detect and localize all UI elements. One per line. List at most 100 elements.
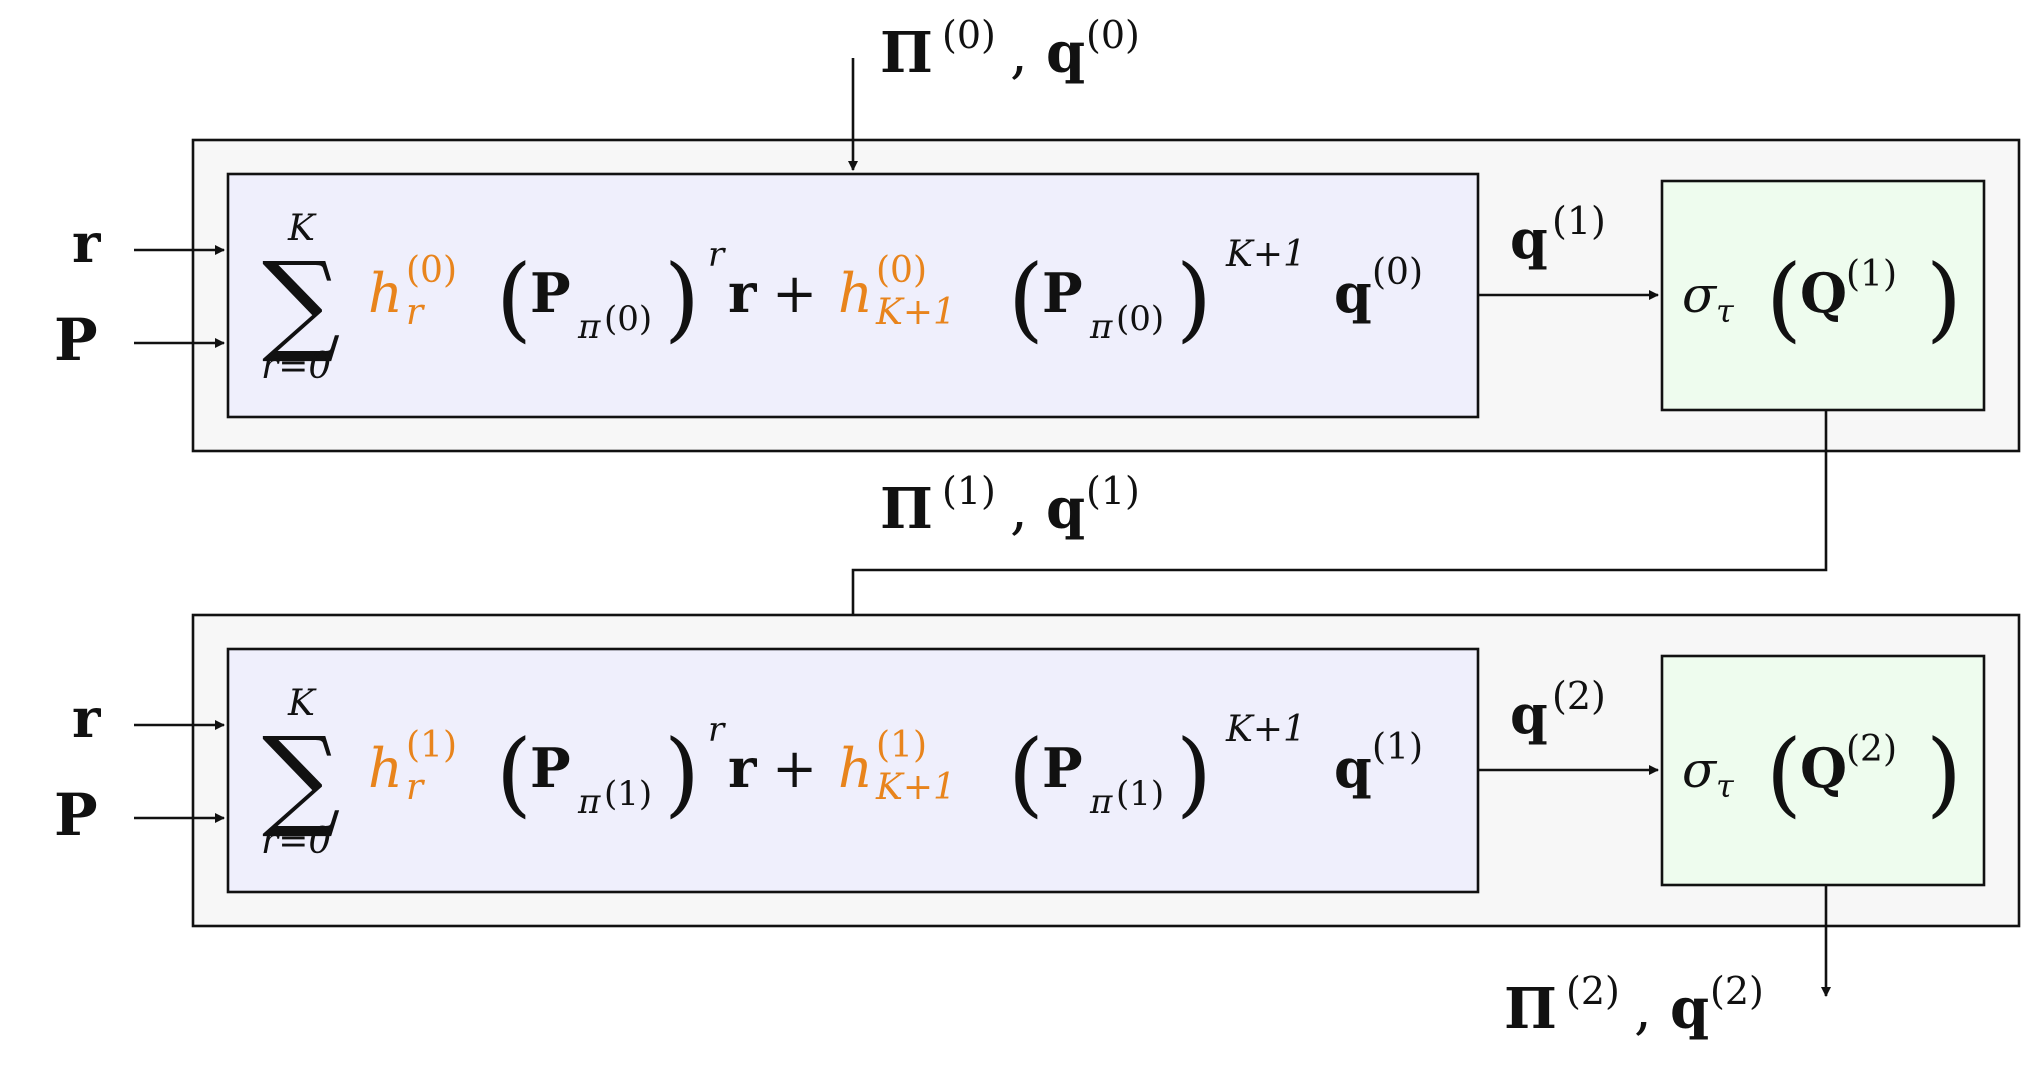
block-1-softmax-expression: σ τ ( Q (1) ) <box>1682 245 1962 352</box>
block-2-sum-symbol: ∑ <box>262 713 341 841</box>
bottom-q-superscript: (2) <box>1710 969 1764 1013</box>
block-connector: Π (1) , q (1) <box>848 410 1828 643</box>
block-1-power-2: K+1 <box>1225 234 1306 275</box>
block-1-sum-symbol: ∑ <box>262 238 341 366</box>
block-2-Q-sup: (2) <box>1846 729 1897 770</box>
bottom-q-symbol: q <box>1670 976 1709 1042</box>
block-1-sigma-sub: τ <box>1716 292 1735 330</box>
block-1-polynomial-expression: K ∑ r=0 h (0) r ( P π (0) ) r r + h (0) … <box>261 208 1423 387</box>
top-q-superscript: (0) <box>1086 13 1140 57</box>
block-2-arrow-label-q-sup: (2) <box>1552 674 1606 718</box>
block-1-rparen-1: ) <box>664 245 700 352</box>
top-pi-symbol: Π <box>880 20 933 86</box>
block-2-polynomial-box <box>226 647 1480 894</box>
top-q-symbol: q <box>1046 20 1085 86</box>
between-pi-symbol: Π <box>880 476 933 542</box>
block-1-matrix-1: P <box>530 261 571 325</box>
block-2-arrow-label-q: q <box>1510 682 1548 746</box>
block-1-coef2: h <box>838 262 873 325</box>
block-1-input-r: r <box>72 211 101 275</box>
block-1-power-1: r <box>708 235 726 275</box>
block-1-vec-q: q <box>1334 261 1372 325</box>
block-2-rparen-2: ) <box>1176 720 1212 827</box>
block-1-coef2-sub: K+1 <box>875 292 956 333</box>
block-2-vec-q: q <box>1334 736 1372 800</box>
block-1-Q: Q <box>1800 261 1847 325</box>
block-2-input-r: r <box>72 686 101 750</box>
block-1-vec-q-sup: (0) <box>1372 252 1423 293</box>
block-1: r P K ∑ r=0 h (0) r ( P π (0) ) r r + h … <box>54 58 2021 453</box>
block-1-softmax-box <box>1660 179 1986 412</box>
block-2-plus: + <box>772 737 817 800</box>
block-2: r P K ∑ r=0 h (1) r ( P π (1) ) r r + h … <box>54 613 2021 997</box>
block-1-coef1: h <box>368 262 403 325</box>
block-2-Q: Q <box>1800 736 1847 800</box>
block-2-softmax-expression: σ τ ( Q (2) ) <box>1682 720 1962 827</box>
block-2-coef1: h <box>368 737 403 800</box>
block-2-rparen-1: ) <box>664 720 700 827</box>
block-2-input-P: P <box>54 781 98 849</box>
block-2-lparen-1: ( <box>496 720 532 827</box>
block-2-coef2-sup: (1) <box>876 725 927 766</box>
block-2-matrix-2-sub-idx: (1) <box>1116 774 1164 814</box>
block-1-vec-r: r <box>728 261 757 325</box>
block-1-softmax-lparen: ( <box>1766 245 1802 352</box>
block-1-matrix-2: P <box>1042 261 1083 325</box>
between-q-superscript: (1) <box>1086 469 1140 513</box>
between-comma: , <box>1010 477 1028 542</box>
block-2-matrix-1-sub-idx: (1) <box>604 774 652 814</box>
block-1-softmax-rparen: ) <box>1926 245 1962 352</box>
block-1-lparen-2: ( <box>1008 245 1044 352</box>
block-1-polynomial-box <box>226 172 1480 419</box>
block-2-matrix-1: P <box>530 736 571 800</box>
top-pi-superscript: (0) <box>942 13 996 57</box>
block-1-plus: + <box>772 262 817 325</box>
block-2-sigma: σ <box>1682 741 1718 799</box>
block-1-arrow-label-q: q <box>1510 207 1548 271</box>
block-1-rparen-2: ) <box>1176 245 1212 352</box>
block-2-lparen-2: ( <box>1008 720 1044 827</box>
block-2-matrix-2: P <box>1042 736 1083 800</box>
block-2-polynomial-expression: K ∑ r=0 h (1) r ( P π (1) ) r r + h (1) … <box>261 683 1423 862</box>
block-2-power-2: K+1 <box>1225 709 1306 750</box>
block-2-coef1-sub: r <box>406 767 425 808</box>
block-1-sigma: σ <box>1682 266 1718 324</box>
block-2-sum-upper: K <box>287 683 317 724</box>
bottom-output-label: Π (2) , q (2) <box>1504 969 1764 1042</box>
block-1-lparen-1: ( <box>496 245 532 352</box>
block-1-matrix-2-sub-idx: (0) <box>1116 299 1164 339</box>
block-2-softmax-box <box>1660 654 1986 887</box>
block-2-coef2-sub: K+1 <box>875 767 956 808</box>
block-1-coef2-sup: (0) <box>876 250 927 291</box>
connector-arrow <box>848 410 1828 643</box>
block-2-softmax-rparen: ) <box>1926 720 1962 827</box>
block-2-softmax-lparen: ( <box>1766 720 1802 827</box>
block-1-matrix-2-sub-pi: π <box>1089 307 1113 347</box>
block-1-matrix-1-sub-idx: (0) <box>604 299 652 339</box>
block-1-coef1-sub: r <box>406 292 425 333</box>
block-2-matrix-1-sub-pi: π <box>577 782 601 822</box>
top-comma: , <box>1010 21 1028 86</box>
block-1-input-P: P <box>54 306 98 374</box>
block-2-sum-lower: r=0 <box>261 821 331 862</box>
between-pi-superscript: (1) <box>942 469 996 513</box>
block-2-sigma-sub: τ <box>1716 767 1735 805</box>
block-2-vec-r: r <box>728 736 757 800</box>
block-2-power-1: r <box>708 710 726 750</box>
block-1-Q-sup: (1) <box>1846 254 1897 295</box>
bottom-pi-superscript: (2) <box>1566 969 1620 1013</box>
block-1-matrix-1-sub-pi: π <box>577 307 601 347</box>
bottom-comma: , <box>1634 977 1652 1042</box>
block-1-arrow-label-q-sup: (1) <box>1552 199 1606 243</box>
between-q-symbol: q <box>1046 476 1085 542</box>
top-input-label: Π (0) , q (0) <box>880 13 1140 86</box>
block-2-matrix-2-sub-pi: π <box>1089 782 1113 822</box>
block-1-sum-lower: r=0 <box>261 346 331 387</box>
block-1-sum-upper: K <box>287 208 317 249</box>
bottom-pi-symbol: Π <box>1504 976 1557 1042</box>
block-2-vec-q-sup: (1) <box>1372 727 1423 768</box>
block-2-coef2: h <box>838 737 873 800</box>
block-2-coef1-sup: (1) <box>406 725 457 766</box>
block-1-coef1-sup: (0) <box>406 250 457 291</box>
